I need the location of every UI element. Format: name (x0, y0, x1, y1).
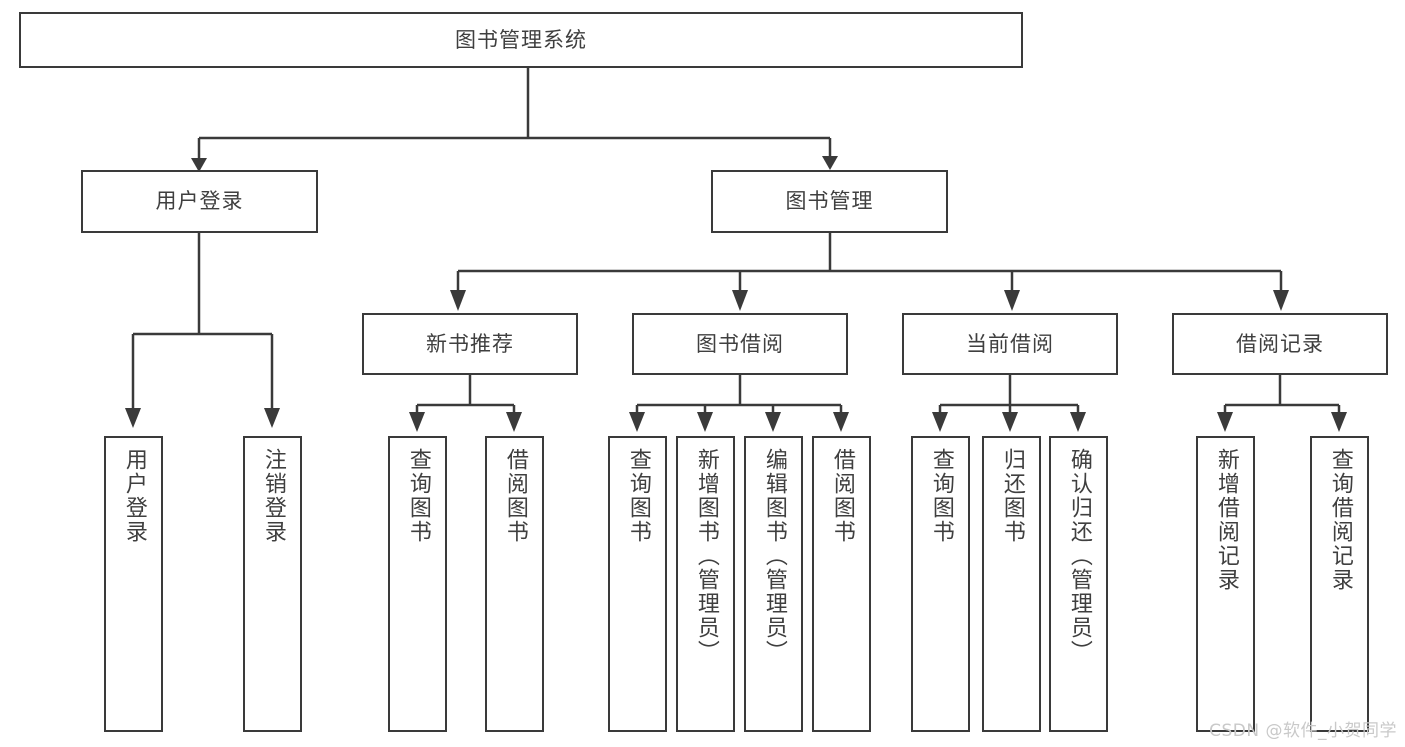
leaf-label: 新增借阅记录 (1213, 448, 1239, 592)
leaf-query-book-borrow[interactable]: 查询图书 (608, 436, 667, 732)
leaf-label: 确认归还（管理员） (1066, 448, 1092, 664)
leaf-borrow-book-recommend[interactable]: 借阅图书 (485, 436, 544, 732)
leaf-label: 归还图书 (999, 448, 1025, 544)
leaf-label: 借阅图书 (502, 448, 528, 544)
node-label: 图书管理 (785, 189, 874, 214)
leaf-label: 查询借阅记录 (1327, 448, 1353, 592)
node-label: 图书借阅 (696, 331, 784, 356)
leaf-label: 查询图书 (405, 448, 431, 544)
node-current-borrow[interactable]: 当前借阅 (902, 313, 1118, 375)
leaf-label: 注销登录 (260, 448, 286, 544)
leaf-add-borrow-record[interactable]: 新增借阅记录 (1196, 436, 1255, 732)
leaf-edit-book-admin[interactable]: 编辑图书（管理员） (744, 436, 803, 732)
leaf-label: 查询图书 (928, 448, 954, 544)
node-label: 用户登录 (155, 189, 244, 214)
leaf-label: 用户登录 (121, 448, 147, 544)
node-borrow-record[interactable]: 借阅记录 (1172, 313, 1388, 375)
leaf-label: 新增图书（管理员） (693, 448, 719, 664)
leaf-label: 编辑图书（管理员） (761, 448, 787, 664)
node-label: 新书推荐 (426, 331, 514, 356)
node-label: 图书管理系统 (455, 27, 587, 52)
node-book-management[interactable]: 图书管理 (711, 170, 948, 233)
node-new-book-recommend[interactable]: 新书推荐 (362, 313, 578, 375)
leaf-logout[interactable]: 注销登录 (243, 436, 302, 732)
leaf-query-book-recommend[interactable]: 查询图书 (388, 436, 447, 732)
leaf-label: 查询图书 (625, 448, 651, 544)
leaf-query-book-current[interactable]: 查询图书 (911, 436, 970, 732)
node-label: 当前借阅 (966, 331, 1054, 356)
node-root-system[interactable]: 图书管理系统 (19, 12, 1023, 68)
leaf-return-book[interactable]: 归还图书 (982, 436, 1041, 732)
watermark: CSDN @软件_小贺同学 (1209, 721, 1397, 741)
leaf-borrow-book[interactable]: 借阅图书 (812, 436, 871, 732)
node-label: 借阅记录 (1236, 331, 1324, 356)
leaf-query-borrow-record[interactable]: 查询借阅记录 (1310, 436, 1369, 732)
leaf-add-book-admin[interactable]: 新增图书（管理员） (676, 436, 735, 732)
node-book-borrow[interactable]: 图书借阅 (632, 313, 848, 375)
leaf-label: 借阅图书 (829, 448, 855, 544)
leaf-confirm-return-admin[interactable]: 确认归还（管理员） (1049, 436, 1108, 732)
node-user-login[interactable]: 用户登录 (81, 170, 318, 233)
leaf-user-login[interactable]: 用户登录 (104, 436, 163, 732)
